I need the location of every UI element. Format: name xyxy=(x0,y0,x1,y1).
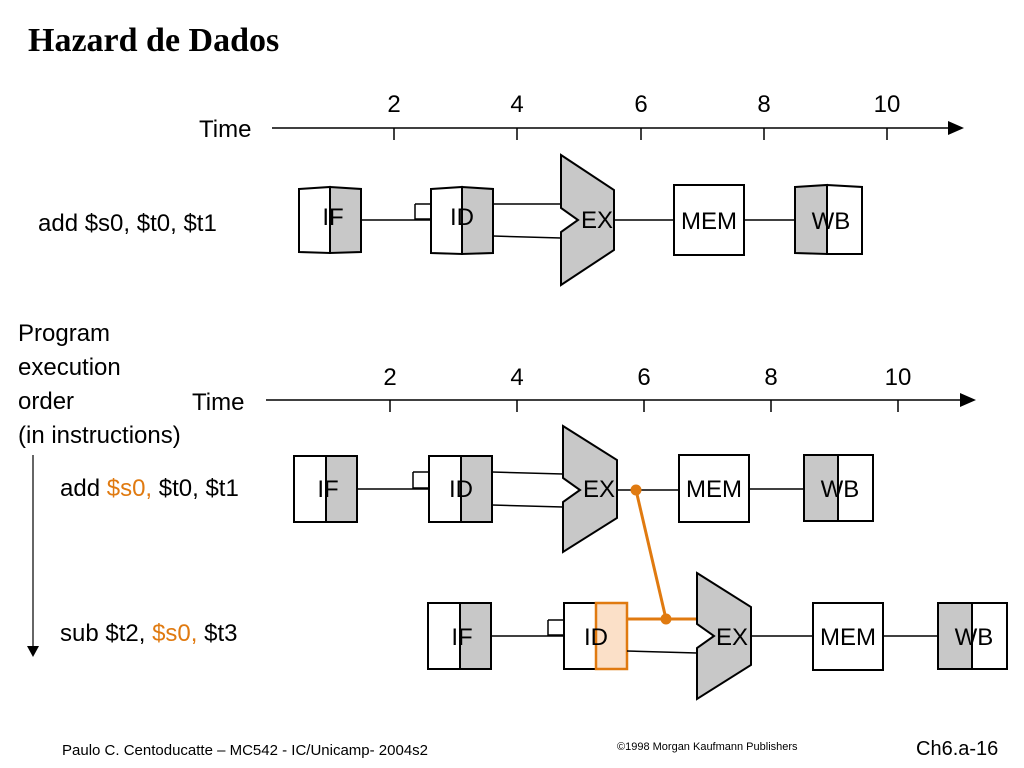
top-tick-label-10: 10 xyxy=(874,91,901,118)
program-order-line-4: (in instructions) xyxy=(18,422,181,449)
bottom-time-arrowhead xyxy=(960,393,976,407)
instruction-add: add $s0, $t0, $t1 xyxy=(60,475,239,503)
top-ex-label: EX xyxy=(581,207,613,234)
instruction-add-hazard-register: $s0, xyxy=(106,475,153,502)
instruction-add-opcode: add xyxy=(60,475,107,502)
footer-slide-number: Ch6.a-16 xyxy=(916,738,999,760)
top-mem-box xyxy=(673,184,745,256)
instruction-add-operands: $t0, $t1 xyxy=(152,475,239,502)
top-id-label: ID xyxy=(450,204,474,231)
add-wb-label: WB xyxy=(821,476,860,503)
bottom-tick-label-6: 6 xyxy=(637,364,650,391)
sub-mem-label: MEM xyxy=(820,624,876,651)
top-mem-label: MEM xyxy=(681,208,737,235)
footer-copyright: ©1998 Morgan Kaufmann Publishers xyxy=(617,741,798,753)
add-pipeline: IF ID EX MEM WB xyxy=(293,424,874,554)
forwarding-source-dot xyxy=(630,484,642,496)
top-instruction-label: add $s0, $t0, $t1 xyxy=(38,210,217,237)
top-tick-label-2: 2 xyxy=(387,91,400,118)
top-if-label: IF xyxy=(322,204,343,231)
instruction-sub-opcode: sub $t2, xyxy=(60,620,153,647)
top-pipeline: IF ID EX MEM WB xyxy=(298,153,863,287)
sub-id-label: ID xyxy=(584,624,608,651)
top-tick-label-6: 6 xyxy=(634,91,647,118)
sub-id-forward-read-box xyxy=(594,601,629,671)
forwarding-line xyxy=(634,489,668,620)
bottom-timeline: Time 2 4 6 8 10 xyxy=(192,364,976,416)
instruction-sub-hazard-register: $s0, xyxy=(152,620,198,647)
sub-wb-label: WB xyxy=(955,624,994,651)
forwarding-path xyxy=(630,484,672,625)
slide-title: Hazard de Dados xyxy=(28,22,280,59)
bottom-time-label: Time xyxy=(192,389,244,416)
sub-ex-label: EX xyxy=(716,624,748,651)
bottom-tick-label-4: 4 xyxy=(510,364,523,391)
add-id-label: ID xyxy=(449,476,473,503)
program-order-line-3: order xyxy=(18,388,75,415)
top-tick-label-8: 8 xyxy=(757,91,770,118)
sub-ex-alu xyxy=(696,571,752,701)
top-timeline: Time 2 4 6 8 10 xyxy=(199,91,964,143)
program-order-line-1: Program xyxy=(18,320,111,347)
sub-if-label: IF xyxy=(451,624,472,651)
add-if-label: IF xyxy=(317,476,338,503)
top-wb-label: WB xyxy=(812,208,851,235)
instruction-sub-operands: $t3 xyxy=(197,620,238,647)
bottom-tick-label-10: 10 xyxy=(885,364,912,391)
add-mem-label: MEM xyxy=(686,476,742,503)
footer-author: Paulo C. Centoducatte – MC542 - IC/Unica… xyxy=(62,742,429,759)
top-time-label: Time xyxy=(199,116,251,143)
program-order-line-2: execution xyxy=(18,354,121,381)
top-time-arrowhead xyxy=(948,121,964,135)
bottom-tick-label-8: 8 xyxy=(764,364,777,391)
instruction-sub: sub $t2, $s0, $t3 xyxy=(60,620,237,648)
program-order-arrowhead xyxy=(27,646,39,657)
sub-pipeline: IF ID EX MEM WB xyxy=(427,571,1008,701)
forwarding-target-dot xyxy=(660,613,672,625)
add-ex-alu xyxy=(562,424,618,554)
add-mem-box xyxy=(678,454,750,523)
top-ex-alu xyxy=(560,153,615,287)
bottom-tick-label-2: 2 xyxy=(383,364,396,391)
add-ex-label: EX xyxy=(583,476,615,503)
top-tick-label-4: 4 xyxy=(510,91,523,118)
